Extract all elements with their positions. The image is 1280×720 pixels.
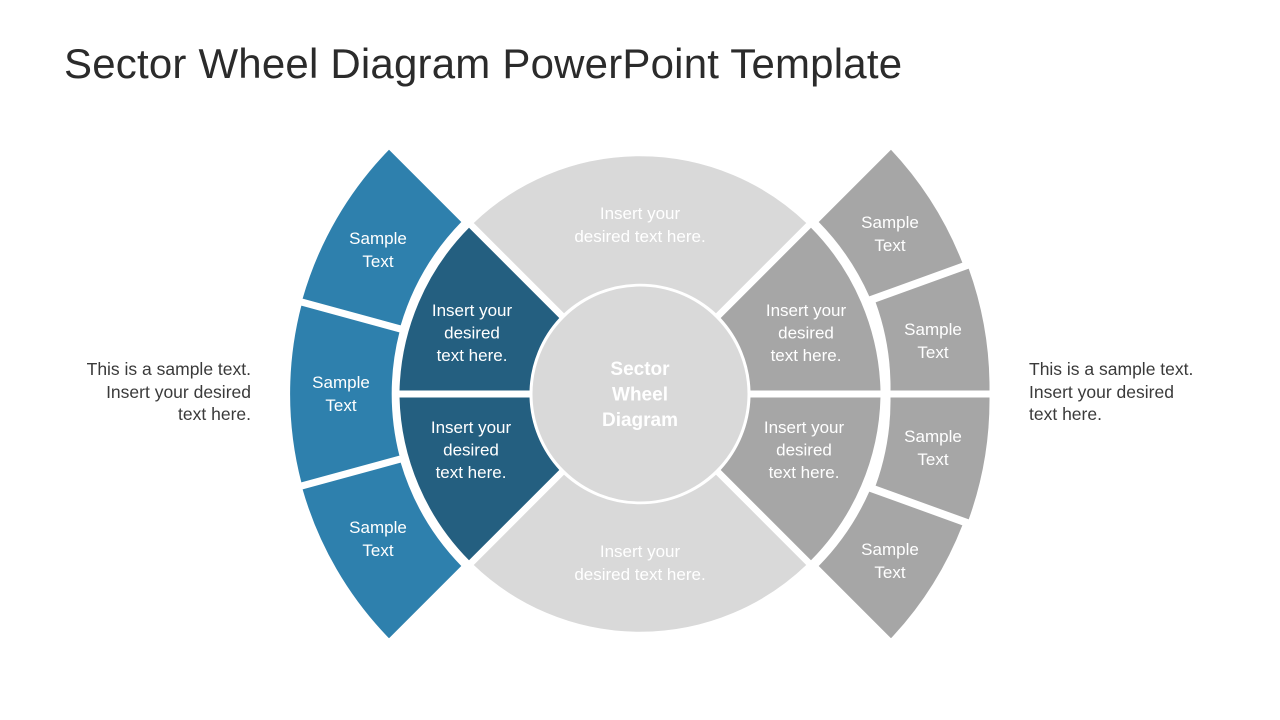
page-title: Sector Wheel Diagram PowerPoint Template — [64, 40, 903, 87]
center-hub[interactable] — [531, 285, 749, 503]
label-line: Text — [325, 396, 356, 415]
label-line: desired text here. — [574, 227, 705, 246]
outer-right-sector-3[interactable] — [874, 396, 991, 521]
label-line: Sample — [349, 229, 407, 248]
label-line: Text — [917, 450, 948, 469]
label-line: Text — [917, 343, 948, 362]
middle-right-lower-sector[interactable] — [719, 396, 882, 562]
label-line: text here. — [437, 346, 508, 365]
label-line: desired — [444, 324, 500, 343]
label-line: Sample — [349, 518, 407, 537]
label-line: Insert your — [600, 204, 681, 223]
outer-left-sector-3[interactable] — [301, 461, 463, 640]
left-note-line: Insert your desired — [106, 381, 251, 402]
left-note-line: This is a sample text. — [86, 359, 251, 379]
left-side-note: This is a sample text. Insert your desir… — [31, 358, 251, 426]
label-line: desired — [443, 441, 499, 460]
label-line: Insert your — [764, 418, 845, 437]
right-note-line: Insert your desired — [1029, 381, 1174, 402]
right-side-note: This is a sample text. Insert your desir… — [1029, 358, 1249, 426]
outer-right-sector-4[interactable] — [817, 490, 964, 640]
middle-ring — [398, 155, 882, 633]
label-line: Insert your — [766, 301, 847, 320]
middle-left-lower-sector[interactable] — [398, 396, 561, 562]
outer-left-sector-2[interactable] — [289, 304, 401, 484]
outer-left-sectors — [289, 148, 463, 640]
right-note-line: This is a sample text. — [1029, 359, 1194, 379]
middle-left-upper-label: Insert your desired text here. — [432, 301, 513, 365]
label-line: text here. — [771, 346, 842, 365]
middle-bottom-label: Insert your desired text here. — [574, 542, 705, 584]
right-note-line: text here. — [1029, 404, 1102, 424]
middle-top-sector[interactable] — [472, 155, 808, 315]
outer-right-sector-1[interactable] — [817, 148, 964, 298]
label-line: Text — [874, 563, 905, 582]
label-line: Text — [362, 252, 393, 271]
middle-right-upper-label: Insert your desired text here. — [766, 301, 847, 365]
label-line: Text — [362, 541, 393, 560]
label-line: Sample — [904, 427, 962, 446]
label-line: desired text here. — [574, 565, 705, 584]
outer-left-sector-1[interactable] — [301, 148, 463, 327]
label-line: Insert your — [431, 418, 512, 437]
label-line: Sample — [312, 373, 370, 392]
label-line: text here. — [769, 463, 840, 482]
label-line: Sample — [904, 320, 962, 339]
outer-right-sector-2[interactable] — [874, 267, 991, 392]
middle-top-label: Insert your desired text here. — [574, 204, 705, 246]
middle-right-lower-label: Insert your desired text here. — [764, 418, 845, 482]
label-line: Insert your — [432, 301, 513, 320]
middle-left-upper-sector[interactable] — [398, 226, 561, 392]
label-line: Sample — [861, 213, 919, 232]
middle-bottom-sector[interactable] — [472, 473, 808, 633]
middle-left-lower-label: Insert your desired text here. — [431, 418, 512, 482]
middle-right-upper-sector[interactable] — [719, 226, 882, 392]
left-note-line: text here. — [178, 404, 251, 424]
label-line: Insert your — [600, 542, 681, 561]
label-line: Wheel — [612, 385, 668, 406]
label-line: text here. — [436, 463, 507, 482]
label-line: Diagram — [602, 410, 678, 431]
label-line: desired — [778, 324, 834, 343]
label-line: Sector — [610, 359, 670, 380]
label-line: Text — [874, 236, 905, 255]
label-line: Sample — [861, 540, 919, 559]
outer-right-sectors — [817, 148, 991, 640]
label-line: desired — [776, 441, 832, 460]
